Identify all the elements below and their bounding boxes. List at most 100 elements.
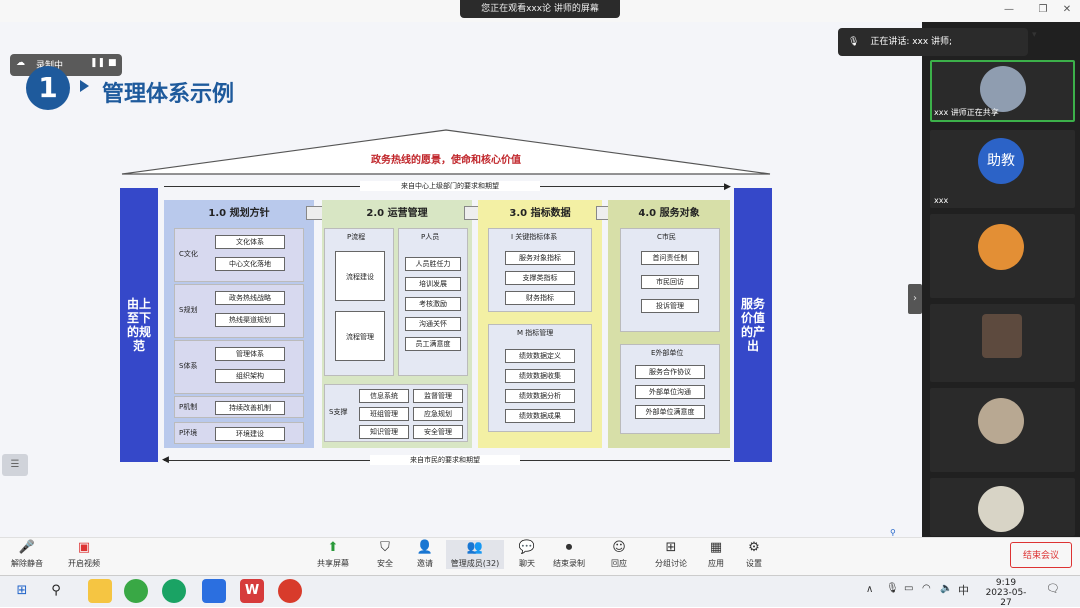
chat-icon: 💬 [518, 540, 536, 555]
toolbar-label: 设置 [746, 559, 762, 568]
notification-icon[interactable]: 🗨 [1046, 582, 1060, 595]
chevron-down-icon[interactable]: ▾ [1032, 30, 1037, 40]
end-recording-button[interactable]: ⏺结束录制 [548, 540, 590, 569]
group-kpi: I 关键指标体系 服务对象指标 支撑类指标 财务指标 [488, 228, 592, 312]
breakout-button[interactable]: ⊞分组讨论 [650, 540, 692, 569]
stop-icon[interactable]: ■ [108, 58, 117, 68]
wifi-icon[interactable]: ◠ [922, 583, 931, 594]
item-box: 班组管理 [359, 407, 409, 421]
avatar: 助教 [978, 138, 1024, 184]
group-label: S支撑 [329, 408, 348, 416]
group-label: C文化 [179, 250, 198, 258]
restore-icon[interactable]: ❐ [1038, 4, 1048, 15]
list-icon[interactable]: ☰ [2, 454, 28, 476]
group-label: S体系 [179, 362, 198, 370]
start-video-button[interactable]: ▣ 开启视频 [62, 540, 106, 569]
app-icon[interactable] [278, 579, 302, 603]
apps-icon: ▦ [709, 540, 723, 555]
reactions-button[interactable]: ☺回应 [604, 540, 634, 569]
zoom-icon[interactable]: ⚲ [890, 528, 896, 537]
item-box: 市民回访 [641, 275, 699, 289]
item-box: 安全管理 [413, 425, 463, 439]
item-box: 外部单位满意度 [635, 405, 705, 419]
column-head: 4.0 服务对象 [638, 208, 700, 219]
group-label: P流程 [347, 233, 366, 241]
manage-members-button[interactable]: 👥管理成员(32) [446, 540, 504, 569]
item-box: 支撑类指标 [505, 271, 575, 285]
wechat-icon[interactable] [162, 579, 186, 603]
video-off-icon: ▣ [77, 540, 91, 555]
title-arrow-icon [80, 80, 89, 92]
end-meeting-button[interactable]: 结束会议 [1010, 542, 1072, 568]
toolbar-label: 开启视频 [68, 559, 100, 568]
share-screen-button[interactable]: ⬆共享屏幕 [312, 540, 354, 569]
item-box: 投诉管理 [641, 299, 699, 313]
item-box: 首问责任制 [641, 251, 699, 265]
meeting-app-icon[interactable] [202, 579, 226, 603]
share-screen-icon: ⬆ [327, 540, 339, 555]
clock[interactable]: 9:19 2023-05-27 [980, 578, 1032, 608]
mic-icon[interactable]: 🎙 [886, 583, 899, 594]
avatar [982, 314, 1022, 358]
pause-icon[interactable]: ❚❚ [90, 58, 106, 68]
chat-button[interactable]: 💬聊天 [512, 540, 542, 569]
participant-tile[interactable] [930, 478, 1075, 536]
ime-indicator[interactable]: 中 [958, 584, 969, 597]
apps-button[interactable]: ▦应用 [702, 540, 730, 569]
item-box: 绩效数据成果 [505, 409, 575, 423]
avatar [978, 398, 1024, 444]
bottom-flow-text: 来自市民的要求和期望 [370, 455, 520, 465]
toolbar-label: 安全 [377, 559, 393, 568]
participant-tile[interactable] [930, 304, 1075, 382]
windows-start-icon[interactable]: ⊞ [16, 583, 28, 598]
settings-button[interactable]: ⚙ 设置 [740, 540, 768, 569]
edge-browser-icon[interactable] [124, 579, 148, 603]
recording-indicator: ☁ 录制中 ❚❚ ■ [10, 54, 122, 76]
unmute-button[interactable]: 🎤解除静音 [6, 540, 48, 569]
participant-tile[interactable] [930, 214, 1075, 298]
viewing-screen-label: 您正在观看xxx论 讲师的屏幕 [460, 0, 620, 18]
group-label: E外部单位 [651, 349, 684, 357]
collapse-panel-icon[interactable]: › [908, 284, 922, 314]
toolbar-label: 管理成员(32) [450, 559, 500, 568]
participant-tile-presenter[interactable] [930, 60, 1075, 122]
column-head: 3.0 指标数据 [509, 208, 571, 219]
invite-button[interactable]: 👤邀请 [410, 540, 440, 569]
roof-shape [121, 129, 771, 175]
volume-icon[interactable]: 🔈 [940, 583, 953, 594]
item-box: 培训发展 [405, 277, 461, 291]
slide-title: 管理体系示例 [102, 82, 235, 107]
item-box: 环境建设 [215, 427, 285, 441]
item-box: 沟通关怀 [405, 317, 461, 331]
group-label: P环境 [179, 429, 198, 437]
wps-icon[interactable]: W [240, 579, 264, 603]
group-system: S体系 管理体系 组织架构 [174, 340, 304, 394]
avatar [980, 66, 1026, 112]
toolbar-label: 回应 [611, 559, 627, 568]
cloud-icon: ☁ [16, 58, 25, 68]
search-icon[interactable]: ⚲ [51, 583, 61, 598]
item-box: 管理体系 [215, 347, 285, 361]
minimize-icon[interactable]: — [1004, 4, 1014, 15]
group-mechanism: P机制 持续改善机制 [174, 396, 304, 418]
clock-date: 2023-05-27 [985, 588, 1027, 608]
column-operations: 2.0 运营管理 P流程 流程建设 流程管理 P人员 人员胜任力 培训发展 考核… [322, 200, 472, 448]
roof-text: 政务热线的愿景，使命和核心价值 [371, 155, 521, 166]
gear-icon: ⚙ [748, 540, 760, 555]
item-box: 组织架构 [215, 369, 285, 383]
column-metrics: 3.0 指标数据 I 关键指标体系 服务对象指标 支撑类指标 财务指标 M 指标… [478, 200, 602, 448]
security-button[interactable]: ⛉安全 [370, 540, 400, 569]
speaking-label: 正在讲话: xxx 讲师; [870, 37, 953, 47]
group-metric-mgmt: M 指标管理 绩效数据定义 绩效数据收集 绩效数据分析 绩效数据成果 [488, 324, 592, 432]
participant-tile[interactable] [930, 388, 1075, 472]
close-icon[interactable]: ✕ [1062, 4, 1072, 15]
right-bar: 服务价值的产出 [734, 188, 772, 462]
group-citizen: C市民 首问责任制 市民回访 投诉管理 [620, 228, 720, 332]
file-explorer-icon[interactable] [88, 579, 112, 603]
chevron-up-icon[interactable]: ∧ [866, 584, 874, 595]
item-box: 服务合作协议 [635, 365, 705, 379]
participant-tile-assistant[interactable]: 助教 xxx [930, 130, 1075, 208]
item-box: 文化体系 [215, 235, 285, 249]
column-head: 1.0 规划方针 [208, 208, 270, 219]
battery-icon[interactable]: ▭ [904, 583, 914, 594]
